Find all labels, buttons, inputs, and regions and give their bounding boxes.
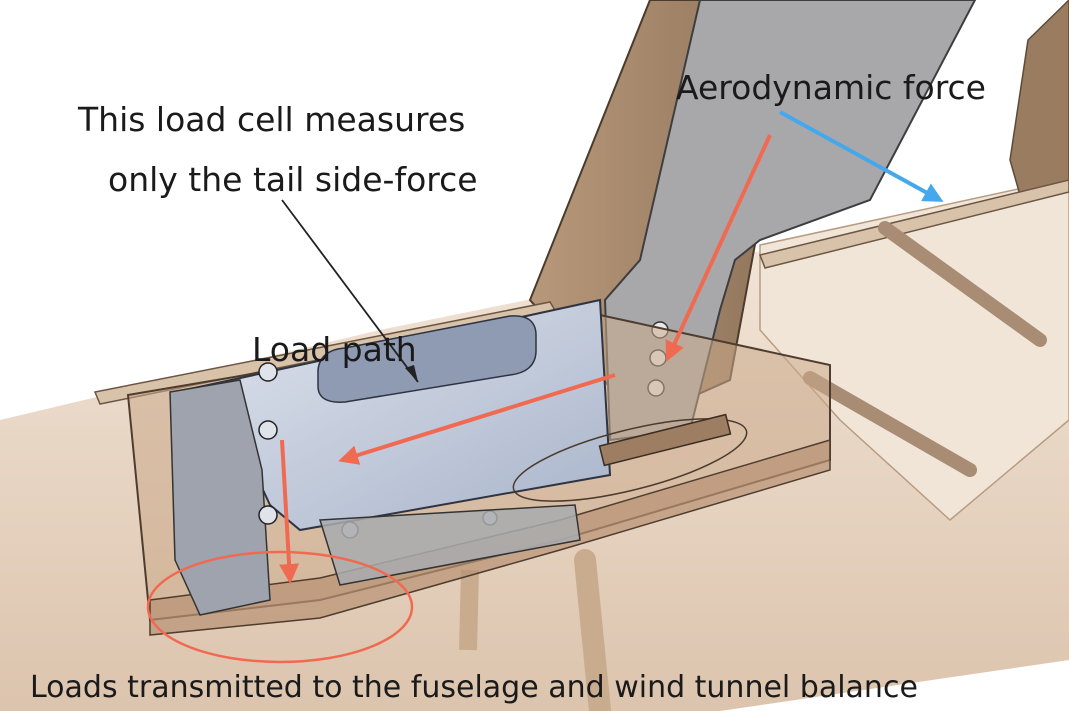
aerodynamic-force-label: Aerodynamic force bbox=[676, 68, 986, 107]
cell-hole-3 bbox=[258, 505, 278, 525]
balance-highlight-circle bbox=[146, 550, 414, 664]
fuselage-rear-panel bbox=[759, 177, 1069, 521]
load-cell-label-line1: This load cell measures bbox=[78, 100, 466, 139]
support-rod-2 bbox=[803, 371, 977, 477]
cell-hole-2 bbox=[258, 420, 278, 440]
fin-mount bbox=[603, 0, 977, 442]
blue-force-arrow bbox=[779, 110, 944, 202]
load-cell-slot bbox=[317, 315, 537, 403]
callout-pointer bbox=[281, 199, 419, 383]
fin-root-slot bbox=[598, 413, 732, 467]
load-path-label: Load path bbox=[252, 330, 417, 369]
support-rod-4 bbox=[459, 569, 479, 651]
load-cell-end-block bbox=[169, 379, 271, 616]
support-rod-1 bbox=[878, 221, 1047, 347]
red-arrow-down-to-balance bbox=[279, 439, 300, 584]
cell-hole-1 bbox=[258, 362, 278, 382]
fin-root-outline bbox=[512, 418, 748, 502]
base-plate bbox=[319, 504, 581, 586]
callout-pointer-tip bbox=[405, 365, 418, 382]
load-cell-label-line2: only the tail side-force bbox=[108, 160, 478, 199]
loads-transmitted-label: Loads transmitted to the fuselage and wi… bbox=[30, 670, 918, 705]
support-rod-3 bbox=[574, 549, 611, 711]
right-rail bbox=[758, 179, 1069, 269]
rear-fin-right bbox=[1009, 0, 1069, 196]
red-arrow-load-path bbox=[338, 373, 616, 465]
red-arrow-fin-down bbox=[665, 134, 772, 362]
